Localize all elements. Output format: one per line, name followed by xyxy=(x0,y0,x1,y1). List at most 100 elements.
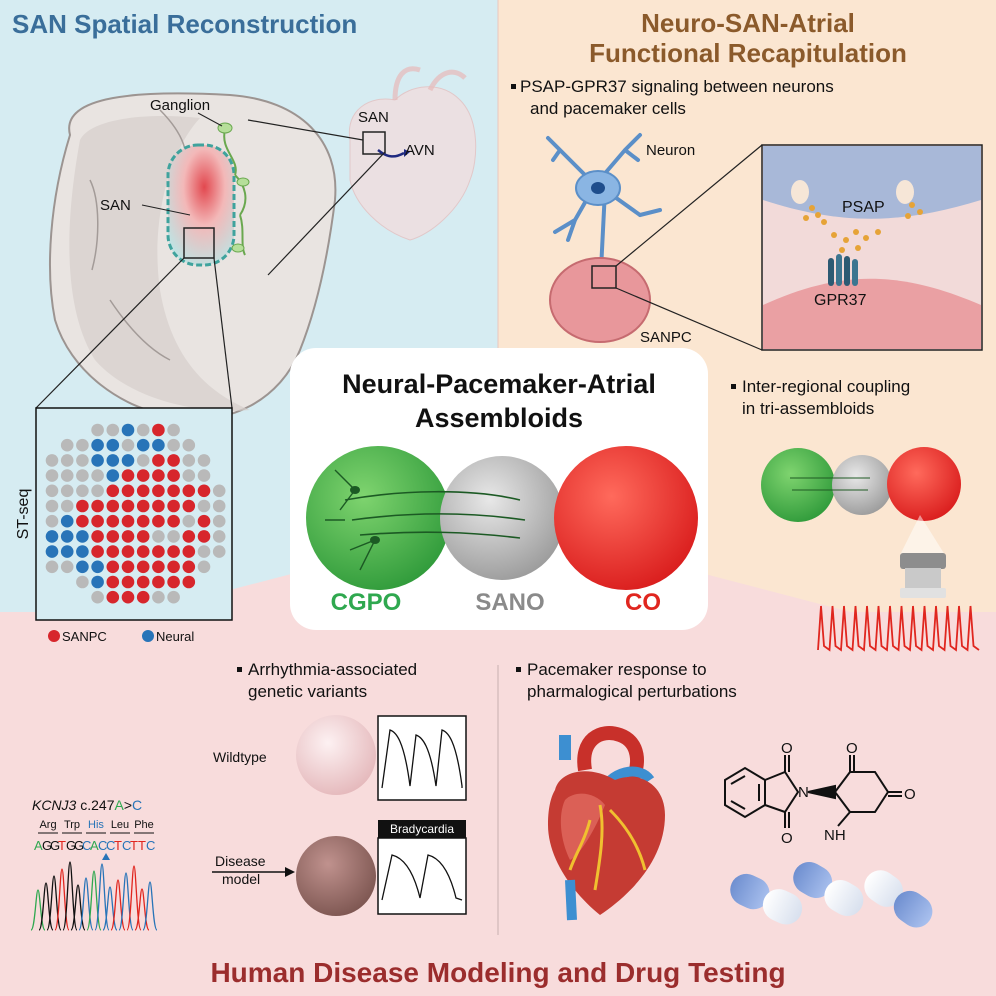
dna-base: A xyxy=(34,838,43,853)
stseq-spot xyxy=(197,530,211,543)
zoom-line-heart-top xyxy=(247,119,364,141)
stseq-spot xyxy=(106,469,120,482)
stseq-spot xyxy=(91,590,104,604)
stseq-spot xyxy=(45,454,59,467)
stseq-spot xyxy=(45,499,59,513)
stseq-spot xyxy=(76,530,89,543)
stseq-spot xyxy=(136,545,150,558)
stseq-spot xyxy=(45,469,59,482)
dna-base: G xyxy=(50,838,60,853)
stseq-spot xyxy=(60,499,74,513)
coronary-vessels xyxy=(568,804,647,891)
stseq-spot xyxy=(152,499,165,513)
mini-cgpo xyxy=(761,448,835,522)
bullet-b-line2: pharmalogical perturbations xyxy=(527,682,737,701)
bullet-b-line1: Pacemaker response to xyxy=(527,660,707,679)
dna-base: G xyxy=(42,838,52,853)
ganglion-pointer xyxy=(197,112,223,127)
stseq-spot xyxy=(76,438,89,452)
pill-half-white xyxy=(864,870,903,907)
heart-san-box xyxy=(362,131,386,155)
stseq-spot xyxy=(121,454,135,467)
amino-acid-label: Leu xyxy=(111,819,129,831)
psap-dot xyxy=(905,213,911,219)
stseq-spot xyxy=(91,560,104,574)
stseq-spot xyxy=(167,575,180,589)
neuro-title-line2: Functional Recapitulation xyxy=(589,38,907,68)
bullet2-marker xyxy=(731,384,736,389)
synapse-box xyxy=(591,265,617,289)
neuron-nucleus xyxy=(591,182,605,194)
stseq-spot xyxy=(121,438,135,452)
zoom-box-small xyxy=(183,227,215,259)
psap-dot xyxy=(917,209,923,215)
assembloid-trio xyxy=(306,446,698,590)
mini-co xyxy=(887,447,961,521)
disease-label-line2: model xyxy=(222,871,260,887)
dna-base: T xyxy=(114,838,122,853)
stseq-spot xyxy=(136,499,150,513)
avn-arrowhead xyxy=(404,149,410,157)
drug-pills xyxy=(730,862,933,928)
stseq-spot xyxy=(167,469,180,482)
cgpo-organoid xyxy=(306,446,450,590)
dna-base: C xyxy=(82,838,91,853)
stseq-spot xyxy=(76,560,89,574)
stseq-spot xyxy=(152,423,165,437)
stseq-spot xyxy=(152,530,165,543)
disease-title: Human Disease Modeling and Drug Testing xyxy=(210,957,785,988)
stseq-spot xyxy=(182,560,196,574)
pill-half-blue xyxy=(893,890,933,928)
stseq-spot xyxy=(45,560,59,574)
disease-label-line1: Disease xyxy=(215,853,266,869)
psap-molecules xyxy=(803,202,923,253)
amino-acid-label: Trp xyxy=(64,819,80,831)
stseq-spot xyxy=(121,575,135,589)
avn-label: AVN xyxy=(405,142,435,159)
amino-acid-label: Phe xyxy=(134,819,154,831)
dna-base: T xyxy=(138,838,146,853)
ganglion-label: Ganglion xyxy=(150,97,210,114)
stseq-spot xyxy=(182,484,196,498)
stseq-spot xyxy=(167,560,180,574)
microscope-objective xyxy=(900,515,946,598)
tissue-fold xyxy=(109,299,171,361)
stseq-spot xyxy=(91,469,104,482)
stseq-spot xyxy=(60,530,74,543)
receptor-helix xyxy=(844,256,850,286)
stseq-spot xyxy=(152,438,165,452)
stseq-spot xyxy=(106,454,120,467)
stseq-spot xyxy=(91,545,104,558)
mol-o3: O xyxy=(846,740,858,757)
mutation-marker xyxy=(102,853,110,860)
stseq-spot xyxy=(76,499,89,513)
stseq-spot xyxy=(197,499,211,513)
stseq-spot xyxy=(106,560,120,574)
stseq-spot xyxy=(182,575,196,589)
receptor-helix xyxy=(836,254,842,286)
stseq-spot xyxy=(76,469,89,482)
vesicle xyxy=(791,180,809,204)
psap-dot xyxy=(831,232,837,238)
imide-ring xyxy=(764,770,800,814)
stseq-spot xyxy=(76,575,89,589)
variant-notation: KCNJ3 c.247A>C xyxy=(32,797,142,813)
stseq-spot xyxy=(121,469,135,482)
stseq-spot xyxy=(212,514,226,528)
psap-dot xyxy=(803,215,809,221)
light-cone xyxy=(900,515,945,555)
stseq-spot xyxy=(76,484,89,498)
stseq-spot xyxy=(136,530,150,543)
disease-organoid xyxy=(296,836,376,916)
psap-dot xyxy=(863,235,869,241)
stseq-spot xyxy=(212,530,226,543)
dna-base: G xyxy=(66,838,76,853)
stseq-spot xyxy=(136,438,150,452)
mol-nh: NH xyxy=(824,827,846,844)
stseq-spot-grid xyxy=(45,423,226,604)
heart-san-label: SAN xyxy=(358,109,389,126)
pill-half-white xyxy=(762,889,803,925)
amino-acid-label: Arg xyxy=(39,819,56,831)
stseq-spot xyxy=(106,530,120,543)
